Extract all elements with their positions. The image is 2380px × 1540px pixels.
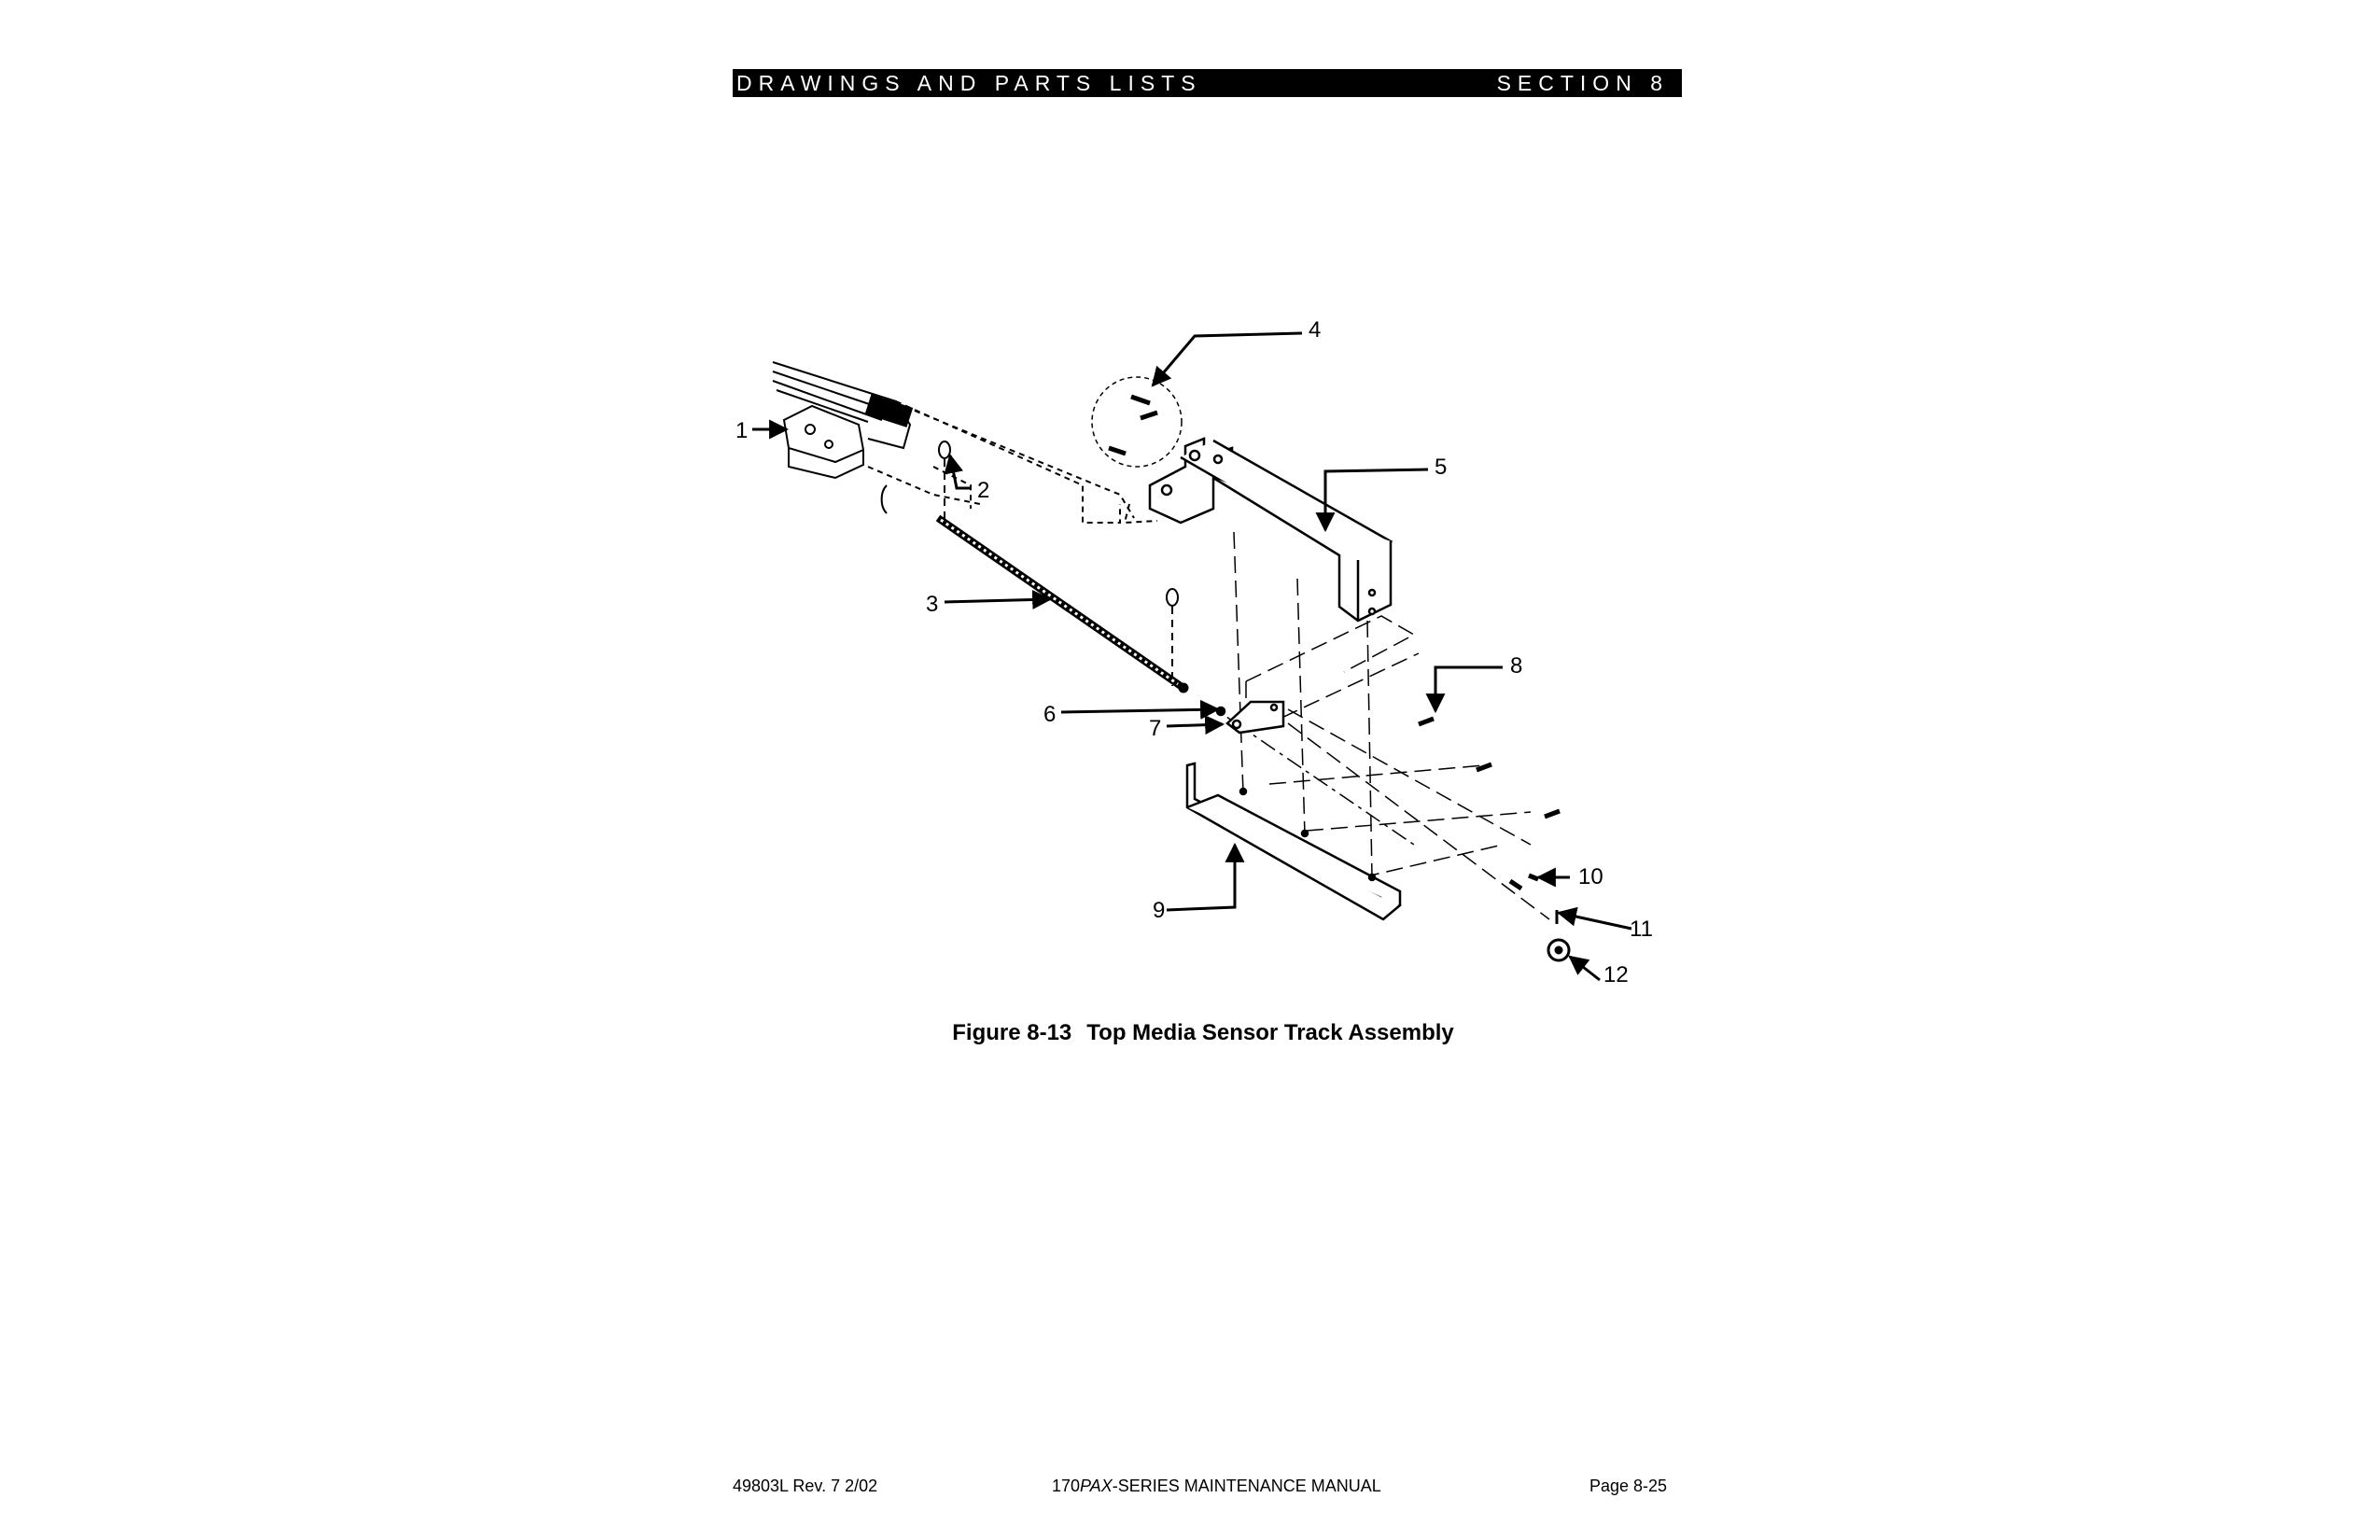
callout-1: 1 xyxy=(735,418,748,443)
callout-5: 5 xyxy=(1435,455,1447,480)
section-header-bar: DRAWINGS AND PARTS LISTS SECTION 8 xyxy=(733,69,1682,97)
callout-4: 4 xyxy=(1309,317,1321,343)
callout-11: 11 xyxy=(1630,917,1653,942)
bracket-dashed-outline xyxy=(867,400,1158,525)
callout-9: 9 xyxy=(1153,898,1165,923)
callout-3: 3 xyxy=(926,592,938,617)
callout-7: 7 xyxy=(1149,716,1161,741)
footer-doc-number: 49803L Rev. 7 2/02 xyxy=(733,1477,878,1495)
figure-title: Top Media Sensor Track Assembly xyxy=(1086,1020,1454,1045)
footer-manual-italic: PAX xyxy=(1080,1477,1113,1495)
callout-numbers: 1 2 3 4 5 6 7 8 9 10 11 12 xyxy=(735,317,1653,987)
callout-6: 6 xyxy=(1043,702,1056,727)
sensor-mounting-plate xyxy=(1215,700,1285,735)
footer-page-number: Page 8-25 xyxy=(1589,1477,1668,1495)
footer-manual-prefix: 170 xyxy=(1052,1477,1081,1495)
footer-manual-title: 170PAX-SERIES MAINTENANCE MANUAL xyxy=(1052,1477,1381,1496)
callout-2: 2 xyxy=(977,478,989,503)
callout-12: 12 xyxy=(1603,962,1629,987)
callout-10: 10 xyxy=(1578,864,1603,889)
assembly-guide-lines xyxy=(1233,531,1550,920)
bottom-channel xyxy=(1185,762,1402,921)
figure-number: Figure 8-13 xyxy=(952,1020,1072,1045)
callout-leaders xyxy=(752,331,1632,982)
callout-8: 8 xyxy=(1510,653,1522,679)
figure-caption: Figure 8-13 Top Media Sensor Track Assemb… xyxy=(0,1020,2380,1046)
footer-manual-suffix: -SERIES MAINTENANCE MANUAL xyxy=(1112,1477,1381,1495)
fasteners xyxy=(1418,716,1571,962)
header-section-title: DRAWINGS AND PARTS LISTS xyxy=(736,70,1202,95)
track-rail xyxy=(1148,437,1393,623)
screws-detail-circle xyxy=(1091,376,1183,468)
sensor-cable-assembly xyxy=(772,361,914,480)
header-section-number: SECTION 8 xyxy=(1496,70,1669,95)
